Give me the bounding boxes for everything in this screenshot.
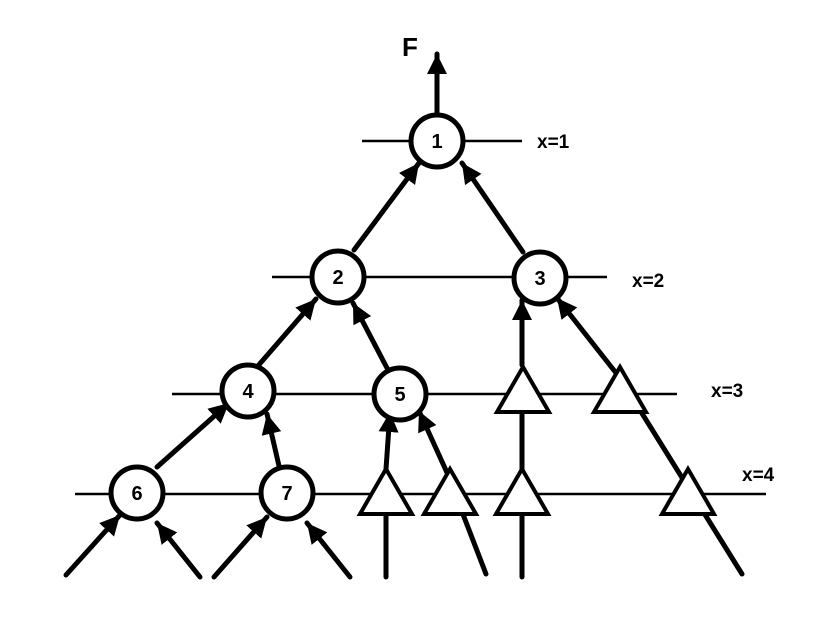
level-label-4: x=4 xyxy=(742,465,775,486)
node-3: 3 xyxy=(511,249,569,307)
triangle-level4-b xyxy=(420,465,480,516)
input-arrow-6a xyxy=(63,512,123,578)
edge-6-to-4 xyxy=(154,400,232,470)
node-7: 7 xyxy=(258,464,316,522)
node-6: 6 xyxy=(108,464,166,522)
node-1: 1 xyxy=(408,112,466,170)
triangle-level4-a xyxy=(356,465,416,516)
edge-4-to-2 xyxy=(254,296,319,370)
level-label-1: x=1 xyxy=(537,132,570,153)
node-5-label: 5 xyxy=(394,384,405,406)
edge-2-to-1 xyxy=(351,160,422,253)
edge-tri-diag-to-3 xyxy=(554,295,623,381)
node-4: 4 xyxy=(219,362,277,420)
node-2-label: 2 xyxy=(332,267,343,289)
edge-tri-to-5-b xyxy=(416,408,452,480)
triangle-level4-c xyxy=(492,465,552,516)
triangle-level3-b xyxy=(590,363,650,414)
triangle-level3-a xyxy=(493,363,553,414)
input-arrow-6b xyxy=(154,520,203,580)
node-1-label: 1 xyxy=(431,131,442,153)
edge-7-to-4 xyxy=(261,411,282,469)
triangle-level4-d xyxy=(658,465,718,516)
level-label-2: x=2 xyxy=(632,271,664,292)
node-3-label: 3 xyxy=(534,268,545,290)
node-2: 2 xyxy=(309,248,367,306)
edge-5-to-2 xyxy=(350,300,390,371)
level-label-3: x=3 xyxy=(711,381,743,402)
node-4-label: 4 xyxy=(242,381,254,403)
edge-tri-to-5-a xyxy=(378,409,399,472)
output-label: F xyxy=(402,32,418,62)
node-7-label: 7 xyxy=(281,483,292,505)
node-6-label: 6 xyxy=(131,483,142,505)
input-arrow-7a xyxy=(211,514,270,580)
input-arrow-7b xyxy=(304,520,353,580)
edge-3-to-1 xyxy=(459,160,526,255)
node-5: 5 xyxy=(371,365,429,423)
